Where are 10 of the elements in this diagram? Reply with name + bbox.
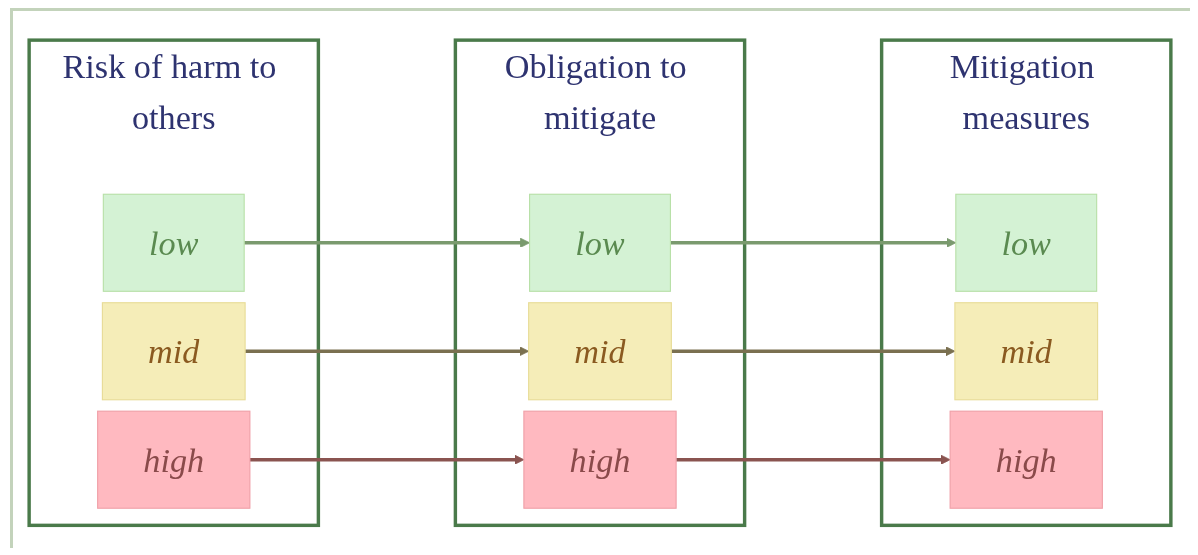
node-box: low xyxy=(102,193,245,292)
node-box: mid xyxy=(954,301,1099,401)
arrow xyxy=(676,454,951,465)
node-box: low xyxy=(529,193,671,292)
node-box: mid xyxy=(101,301,246,401)
node-box: high xyxy=(97,410,251,509)
node-box: mid xyxy=(528,301,672,401)
node-box: high xyxy=(949,410,1103,509)
node-box: high xyxy=(523,410,677,509)
node-box: low xyxy=(955,193,1098,292)
